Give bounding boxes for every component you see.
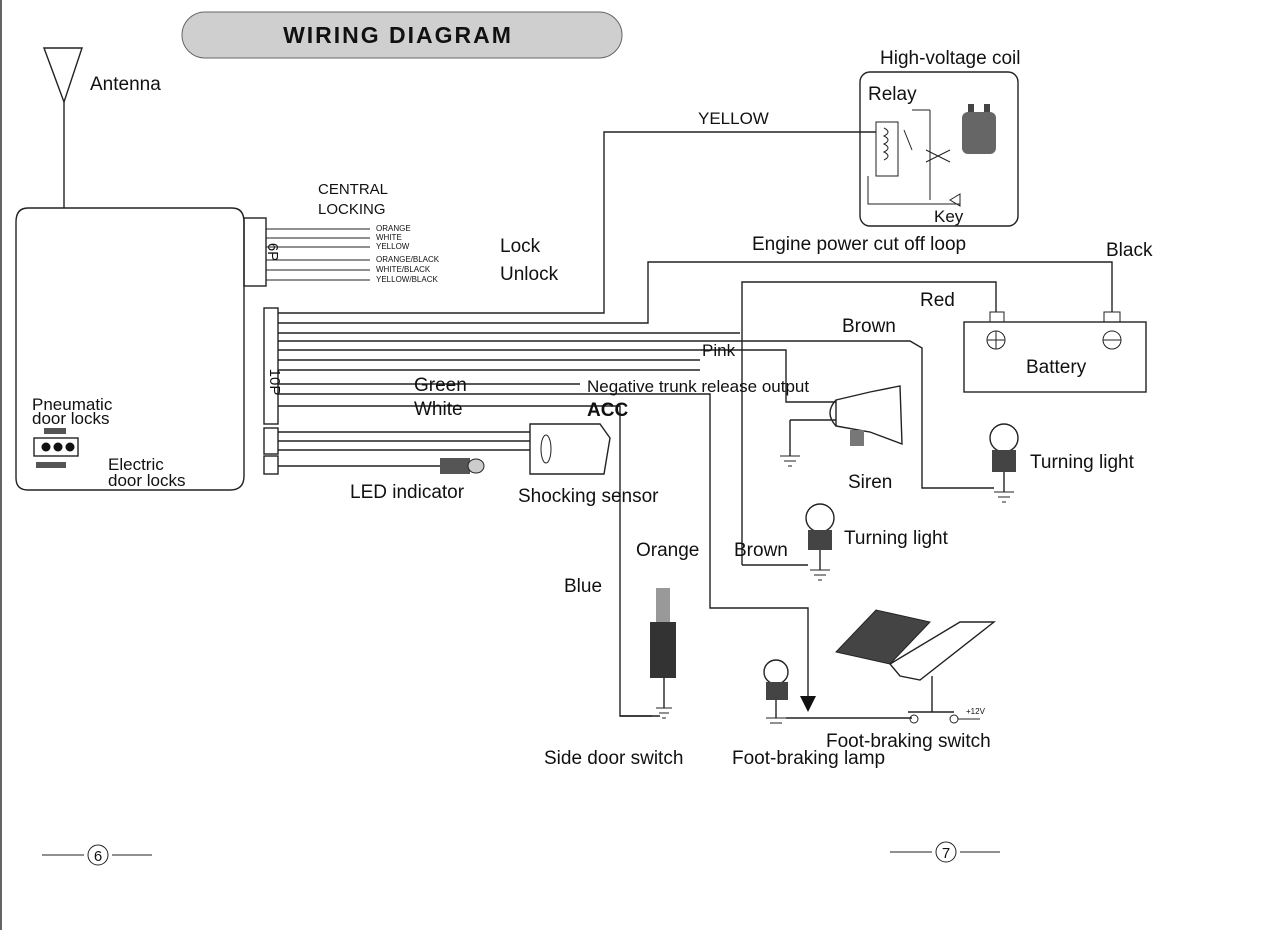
title-banner: WIRING DIAGRAM bbox=[181, 11, 623, 59]
trunk-release-label: Negative trunk release output bbox=[587, 377, 809, 396]
page-number-right: 7 bbox=[890, 841, 1000, 863]
yellow-wire-label: YELLOW bbox=[698, 109, 769, 128]
wire-color-white: WHITE bbox=[376, 233, 402, 242]
turning-light-mid-icon bbox=[742, 503, 835, 581]
shock-sensor-label: Shocking sensor bbox=[518, 486, 659, 507]
pneumatic-label-2: door locks bbox=[32, 409, 109, 428]
acc-label: ACC bbox=[587, 400, 628, 421]
page-number-left-text: 6 bbox=[94, 848, 102, 865]
turning-light-right-icon bbox=[989, 423, 1019, 503]
battery-symbol bbox=[963, 311, 1147, 393]
main-harness-wires bbox=[278, 131, 1113, 717]
wire-color-orange: ORANGE bbox=[376, 224, 411, 233]
antenna-symbol bbox=[42, 47, 83, 208]
turning-light-mid-label: Turning light bbox=[844, 528, 949, 549]
siren-label: Siren bbox=[848, 472, 892, 493]
blue-wire-label: Blue bbox=[564, 576, 602, 597]
red-wire-label: Red bbox=[920, 290, 955, 311]
central-locking-label-1: CENTRAL bbox=[318, 181, 388, 198]
central-locking-label-2: LOCKING bbox=[318, 201, 386, 218]
turning-light-right-label: Turning light bbox=[1030, 452, 1135, 473]
engine-loop-label: Engine power cut off loop bbox=[752, 234, 966, 255]
led-indicator-icon bbox=[440, 458, 485, 474]
connector-10p-label: 10P bbox=[266, 369, 283, 396]
side-door-switch-icon bbox=[620, 588, 676, 719]
door-lock-connector-icon bbox=[33, 428, 79, 468]
lock-label: Lock bbox=[500, 236, 541, 257]
wire-color-orange-black: ORANGE/BLACK bbox=[376, 255, 440, 264]
foot-braking-lamp-label: Foot-braking lamp bbox=[732, 748, 885, 769]
siren-icon bbox=[780, 385, 903, 467]
foot-braking-lamp-icon bbox=[763, 659, 912, 724]
relay-label: Relay bbox=[868, 84, 917, 105]
brake-pedal-icon bbox=[835, 609, 997, 724]
unlock-label: Unlock bbox=[500, 264, 559, 285]
electric-label-1: Electric bbox=[108, 455, 164, 474]
wire-color-yellow-black: YELLOW/BLACK bbox=[376, 275, 438, 284]
electric-label-2: door locks bbox=[108, 471, 185, 490]
page-number-left: 6 bbox=[42, 844, 152, 866]
white-wire-label: White bbox=[414, 399, 463, 420]
key-label: Key bbox=[934, 207, 964, 226]
orange-wire-label: Orange bbox=[636, 540, 699, 561]
page-number-right-text: 7 bbox=[942, 845, 950, 862]
foot-braking-switch-label: Foot-braking switch bbox=[826, 731, 991, 752]
shock-sensor-icon bbox=[529, 423, 611, 475]
connector-6p-label: 6P bbox=[264, 243, 281, 261]
control-unit bbox=[15, 207, 279, 491]
wire-color-yellow: YELLOW bbox=[376, 242, 410, 251]
relay-box bbox=[859, 71, 1019, 227]
battery-label: Battery bbox=[1026, 357, 1087, 378]
wire-color-white-black: WHITE/BLACK bbox=[376, 265, 431, 274]
led-indicator-label: LED indicator bbox=[350, 482, 465, 503]
plus-12v-label: +12V bbox=[966, 707, 986, 716]
page-title: WIRING DIAGRAM bbox=[283, 22, 513, 48]
pneumatic-label-1: Pneumatic bbox=[32, 395, 113, 414]
brown-wire-label-mid: Brown bbox=[734, 540, 788, 561]
pink-wire-label: Pink bbox=[702, 341, 736, 360]
antenna-label: Antenna bbox=[90, 74, 161, 95]
side-door-switch-label: Side door switch bbox=[544, 748, 683, 769]
brown-wire-label-top: Brown bbox=[842, 316, 896, 337]
high-voltage-coil-label: High-voltage coil bbox=[880, 48, 1020, 69]
central-locking-wires bbox=[266, 228, 370, 281]
black-wire-label: Black bbox=[1106, 240, 1153, 261]
green-wire-label: Green bbox=[414, 375, 467, 396]
